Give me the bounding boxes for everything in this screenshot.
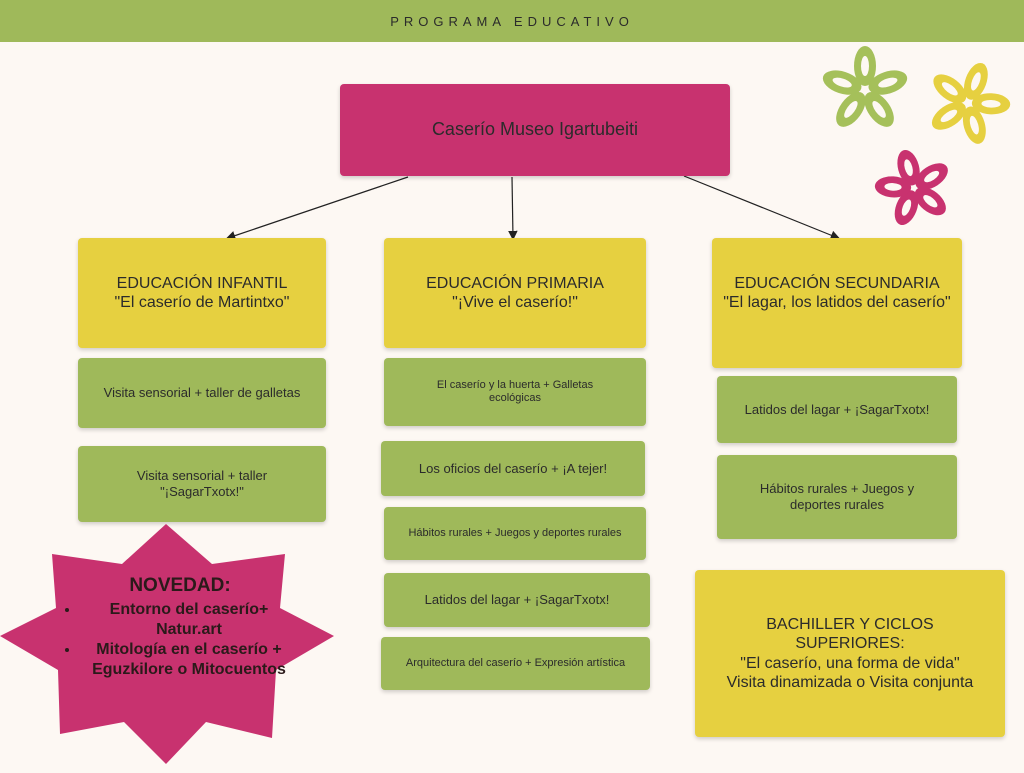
- activity-label: Visita sensorial + taller "¡SagarTxotx!": [136, 468, 268, 499]
- connector-secundaria: [683, 175, 841, 240]
- level-secundaria-subtitle: "El lagar, los latidos del caserío": [723, 294, 951, 312]
- novedad-content: NOVEDAD: Entorno del caserío+ Natur.art …: [58, 574, 298, 680]
- activity-secundaria-2: Hábitos rurales + Juegos y deportes rura…: [717, 455, 957, 539]
- activity-infantil-2: Visita sensorial + taller "¡SagarTxotx!": [78, 446, 326, 522]
- activity-secundaria-1: Latidos del lagar + ¡SagarTxotx!: [717, 376, 957, 443]
- root-node: Caserío Museo Igartubeiti: [340, 84, 730, 176]
- level-primaria: EDUCACIÓN PRIMARIA "¡Vive el caserío!": [384, 238, 646, 348]
- activity-primaria-2: Los oficios del caserío + ¡A tejer!: [381, 441, 645, 496]
- activity-primaria-4: Latidos del lagar + ¡SagarTxotx!: [384, 573, 650, 627]
- activity-label: El caserío y la huerta + Galletas ecológ…: [436, 378, 594, 404]
- novedad-title: NOVEDAD:: [129, 575, 231, 596]
- flower-pink-icon: [874, 149, 948, 225]
- activity-label: Arquitectura del caserío + Expresión art…: [405, 656, 626, 669]
- activity-primaria-5: Arquitectura del caserío + Expresión art…: [381, 637, 650, 690]
- activity-label: Hábitos rurales + Juegos y deportes rura…: [408, 526, 622, 539]
- activity-label: Latidos del lagar + ¡SagarTxotx!: [424, 592, 610, 608]
- bachiller-line1: BACHILLER Y CICLOS SUPERIORES:: [766, 616, 934, 653]
- level-infantil-subtitle: "El caserío de Martintxo": [114, 294, 290, 311]
- level-infantil-name: EDUCACIÓN INFANTIL: [116, 274, 288, 292]
- novedad-item-1: Entorno del caserío+ Natur.art: [80, 600, 298, 640]
- activity-label: Visita sensorial + taller de galletas: [103, 385, 301, 401]
- level-secundaria: EDUCACIÓN SECUNDARIA "El lagar, los lati…: [712, 238, 962, 368]
- activity-primaria-1: El caserío y la huerta + Galletas ecológ…: [384, 358, 646, 426]
- activity-label: Los oficios del caserío + ¡A tejer!: [418, 460, 608, 476]
- flower-yellow-icon: [931, 62, 1011, 144]
- connector-primaria: [508, 176, 518, 241]
- header-title: PROGRAMA EDUCATIVO: [390, 13, 634, 29]
- level-primaria-subtitle: "¡Vive el caserío!": [452, 294, 578, 312]
- activity-primaria-3: Hábitos rurales + Juegos y deportes rura…: [384, 507, 646, 560]
- level-infantil: EDUCACIÓN INFANTIL "El caserío de Martin…: [78, 238, 326, 348]
- activity-infantil-1: Visita sensorial + taller de galletas: [78, 358, 326, 428]
- root-label: Caserío Museo Igartubeiti: [431, 119, 639, 140]
- header-bar: PROGRAMA EDUCATIVO: [0, 0, 1024, 42]
- novedad-star: NOVEDAD: Entorno del caserío+ Natur.art …: [0, 524, 340, 768]
- star-shape: [0, 524, 334, 764]
- bachiller-line2: "El caserío, una forma de vida": [740, 654, 960, 672]
- flower-green-icon: [822, 46, 908, 127]
- bachiller-line3: Visita dinamizada o Visita conjunta: [726, 673, 974, 691]
- connector-infantil: [225, 176, 409, 241]
- level-secundaria-name: EDUCACIÓN SECUNDARIA: [734, 275, 940, 292]
- activity-label: Latidos del lagar + ¡SagarTxotx!: [744, 401, 930, 417]
- novedad-item-2: Mitología en el caserío + Eguzkilore o M…: [80, 640, 298, 680]
- level-bachiller: BACHILLER Y CICLOS SUPERIORES: "El caser…: [695, 570, 1005, 737]
- activity-label: Hábitos rurales + Juegos y deportes rura…: [759, 481, 915, 512]
- level-primaria-name: EDUCACIÓN PRIMARIA: [426, 275, 604, 292]
- novedad-list: Entorno del caserío+ Natur.art Mitología…: [58, 600, 298, 680]
